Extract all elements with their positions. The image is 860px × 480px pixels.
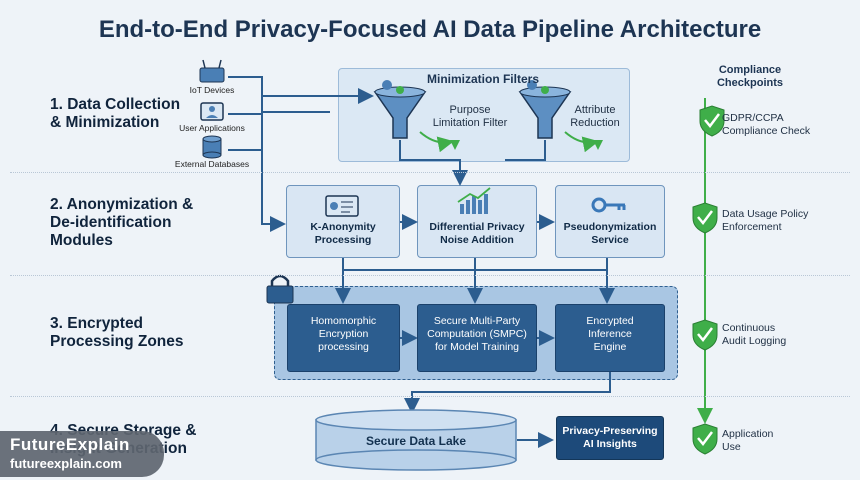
compliance-item-policy: Data Usage Policy Enforcement bbox=[722, 208, 809, 233]
watermark-name: FutureExplain bbox=[10, 435, 130, 454]
key-icon bbox=[591, 197, 626, 213]
insights-label: Privacy-Preserving AI Insights bbox=[562, 425, 658, 450]
pseudonymization-label: Pseudonymization Service bbox=[563, 221, 657, 246]
source-label-databases: External Databases bbox=[174, 159, 250, 169]
watermark-url: futureexplain.com bbox=[10, 456, 122, 471]
filter-output-arrow bbox=[564, 131, 599, 153]
source-label-apps: User Applications bbox=[179, 123, 245, 133]
page-title: End-to-End Privacy-Focused AI Data Pipel… bbox=[98, 16, 762, 43]
inference-box: Encrypted Inference Engine bbox=[555, 304, 665, 372]
stage-label-collection: 1. Data Collection & Minimization bbox=[50, 96, 181, 131]
filter-label-purpose: Purpose Limitation Filter bbox=[432, 104, 508, 129]
compliance-item-audit: Continuous Audit Logging bbox=[722, 322, 787, 347]
anon-connectors bbox=[335, 214, 615, 304]
user-application-icon bbox=[200, 102, 224, 121]
stage-label-encrypted: 3. Encrypted Processing Zones bbox=[50, 315, 184, 350]
data-lake-label: Secure Data Lake bbox=[365, 434, 467, 448]
enc-connectors bbox=[400, 330, 611, 448]
differential-privacy-label: Differential Privacy Noise Addition bbox=[429, 221, 525, 246]
funnel-icon bbox=[518, 80, 572, 139]
stage-label-anonymization: 2. Anonymization & De-identification Mod… bbox=[50, 196, 194, 249]
filter-output-icon bbox=[450, 140, 460, 150]
shield-check-icon bbox=[699, 105, 725, 137]
divider bbox=[10, 172, 850, 173]
data-lake-cylinder bbox=[315, 409, 517, 471]
homomorphic-box: Homomorphic Encryption processing bbox=[287, 304, 400, 372]
inference-label: Encrypted Inference Engine bbox=[586, 315, 634, 353]
id-card-icon bbox=[325, 195, 359, 217]
iot-device-icon bbox=[199, 59, 225, 83]
k-anonymity-label: K-Anonymity Processing bbox=[310, 221, 376, 246]
shield-check-icon bbox=[692, 423, 718, 455]
insights-box: Privacy-Preserving AI Insights bbox=[556, 416, 664, 460]
watermark-badge bbox=[0, 431, 164, 477]
minimization-filters-title: Minimization Filters bbox=[426, 72, 539, 86]
smpc-label: Secure Multi-Party Computation (SMPC) fo… bbox=[427, 315, 527, 353]
shield-check-icon bbox=[692, 202, 718, 234]
homomorphic-label: Homomorphic Encryption processing bbox=[310, 315, 377, 353]
database-icon bbox=[202, 135, 222, 159]
divider bbox=[10, 396, 850, 397]
compliance-title: Compliance Checkpoints bbox=[716, 64, 783, 89]
source-connectors bbox=[228, 76, 374, 232]
lock-icon bbox=[266, 274, 294, 304]
shield-check-icon bbox=[692, 319, 718, 351]
smpc-box: Secure Multi-Party Computation (SMPC) fo… bbox=[417, 304, 537, 372]
funnel-icon bbox=[373, 80, 427, 139]
source-label-iot: IoT Devices bbox=[189, 85, 235, 95]
filter-output-arrow bbox=[419, 131, 454, 153]
bar-chart-icon bbox=[457, 187, 491, 214]
filter-label-attribute: Attribute Reduction bbox=[570, 104, 620, 129]
filter-connectors bbox=[399, 140, 546, 186]
compliance-item-gdpr: GDPR/CCPA Compliance Check bbox=[722, 112, 811, 137]
compliance-item-application: Application Use bbox=[722, 428, 774, 453]
divider bbox=[10, 275, 850, 276]
filter-output-icon bbox=[593, 140, 603, 150]
